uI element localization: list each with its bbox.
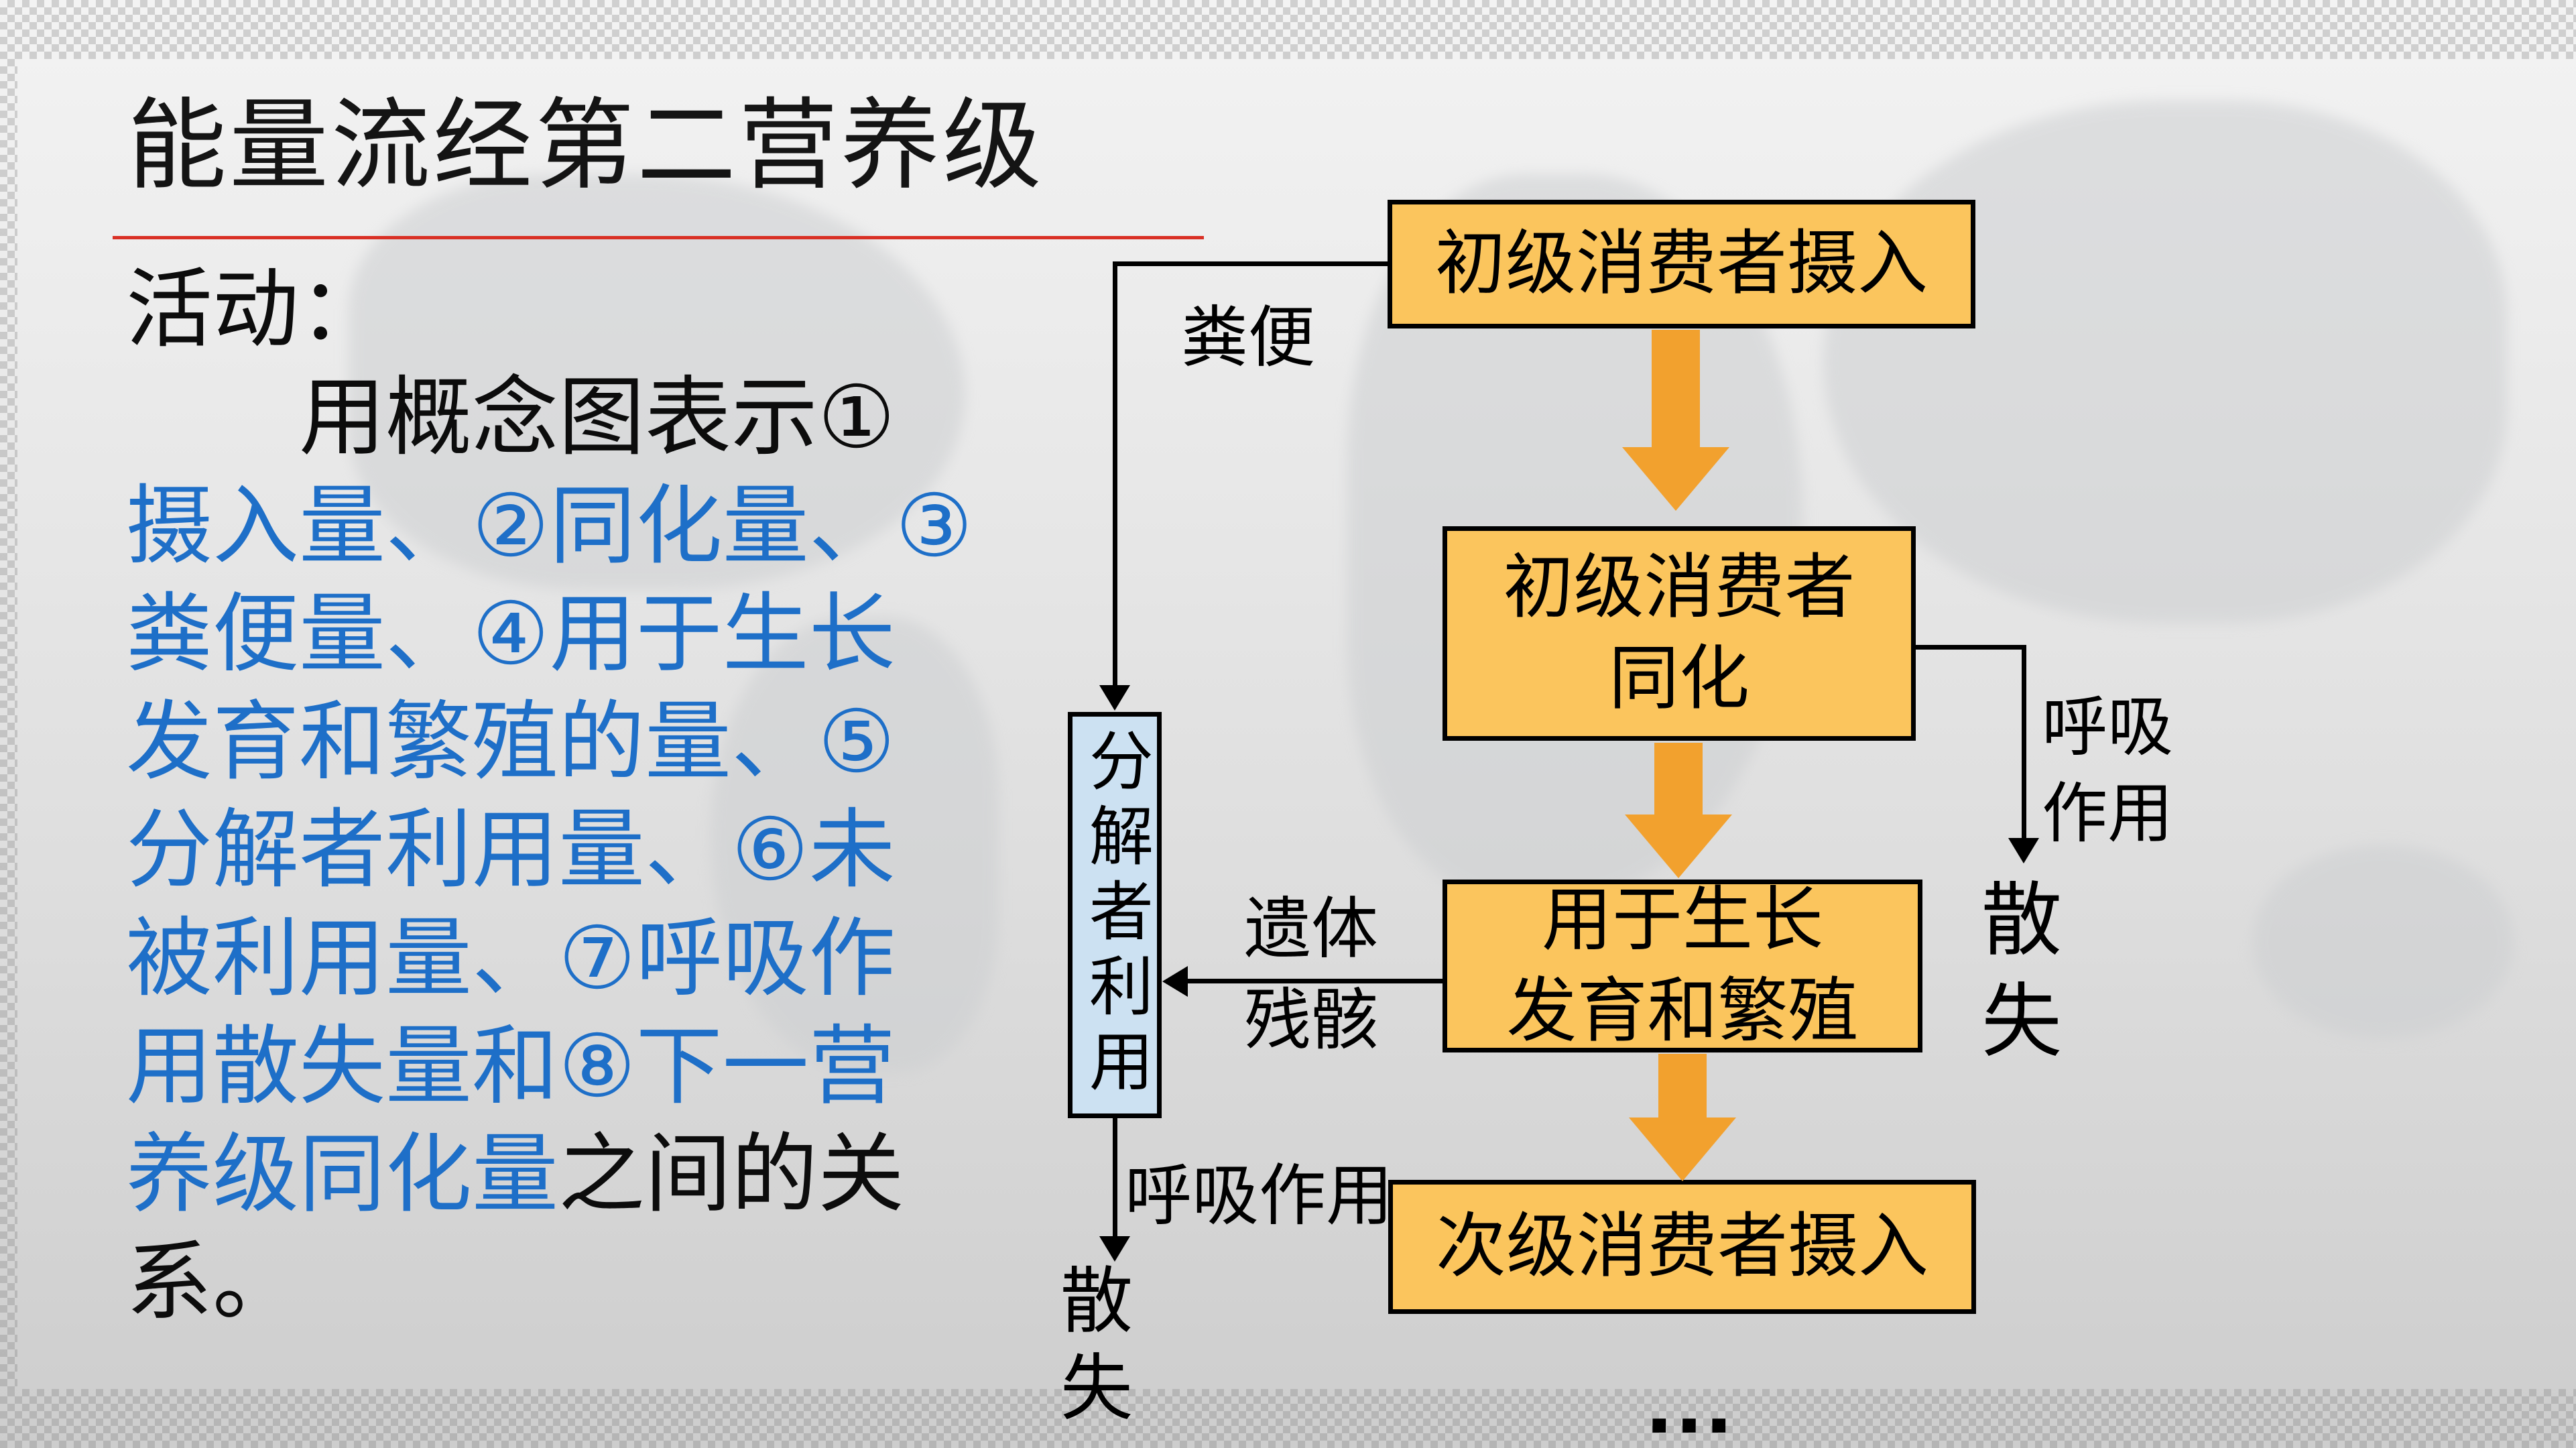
- checker-pattern-left: [0, 59, 17, 1389]
- node-decomposer-use: 分解者利用: [1068, 712, 1162, 1118]
- flow-arrow-growth-to-secondary-icon: [1629, 1054, 1736, 1181]
- activity-blue-terms: 摄入量、②同化量、③粪便量、④用于生长发育和繁殖的量、⑤分解者利用量、⑥未被利用…: [126, 477, 973, 1223]
- remains-arrowhead-icon: [1162, 966, 1188, 997]
- label-dissipation-left: 散 失: [1060, 1260, 1133, 1429]
- respiration-left-arrowhead-icon: [1099, 1236, 1130, 1262]
- respiration-right-arrowhead-icon: [2008, 838, 2039, 863]
- world-map-shape: [1823, 101, 2507, 623]
- flow-arrow-assimilation-to-growth-icon: [1625, 743, 1732, 878]
- label-respiration-left: 呼吸作用: [1125, 1158, 1393, 1233]
- node-growth-development-reproduction: 用于生长 发育和繁殖: [1443, 880, 1922, 1052]
- slide-title: 能量流经第二营养级: [127, 90, 1044, 201]
- label-feces: 粪便: [1181, 300, 1315, 375]
- world-map-shape: [711, 617, 999, 1073]
- respiration-left-line-vertical: [1113, 1118, 1117, 1238]
- decomposer-vertical-text: 分解者利用: [1079, 727, 1152, 1103]
- checker-pattern-bottom: [0, 1389, 2576, 1448]
- node-primary-consumer-intake: 初级消费者摄入: [1388, 200, 1975, 328]
- respiration-right-line-horizontal: [1916, 645, 2026, 650]
- respiration-right-line-vertical: [2022, 645, 2026, 839]
- label-dissipation-right: 散 失: [1981, 876, 2062, 1067]
- flow-arrow-intake-to-assimilation-icon: [1622, 330, 1729, 511]
- title-underline: [113, 236, 1204, 239]
- activity-paragraph: 活动： 用概念图表示①摄入量、②同化量、③粪便量、④用于生长发育和繁殖的量、⑤分…: [126, 256, 977, 1337]
- activity-tail-text: 之间的关系。: [126, 1126, 904, 1331]
- activity-intro-text: 活动： 用概念图表示①: [126, 261, 896, 467]
- feces-line-horizontal: [1113, 261, 1389, 266]
- node-secondary-consumer-intake: 次级消费者摄入: [1388, 1180, 1976, 1314]
- checker-pattern-top: [0, 0, 2576, 59]
- label-remains: 遗体 残骸: [1244, 892, 1378, 1058]
- world-map-shape: [2252, 845, 2514, 1039]
- feces-arrowhead-icon: [1099, 685, 1130, 711]
- label-respiration-right: 呼吸 作用: [2042, 690, 2174, 851]
- node-primary-consumer-assimilation: 初级消费者 同化: [1443, 526, 1916, 741]
- continuation-ellipsis: …: [1642, 1347, 1736, 1448]
- world-map-shape: [349, 174, 965, 590]
- remains-line-horizontal: [1188, 979, 1444, 983]
- feces-line-vertical: [1113, 261, 1117, 689]
